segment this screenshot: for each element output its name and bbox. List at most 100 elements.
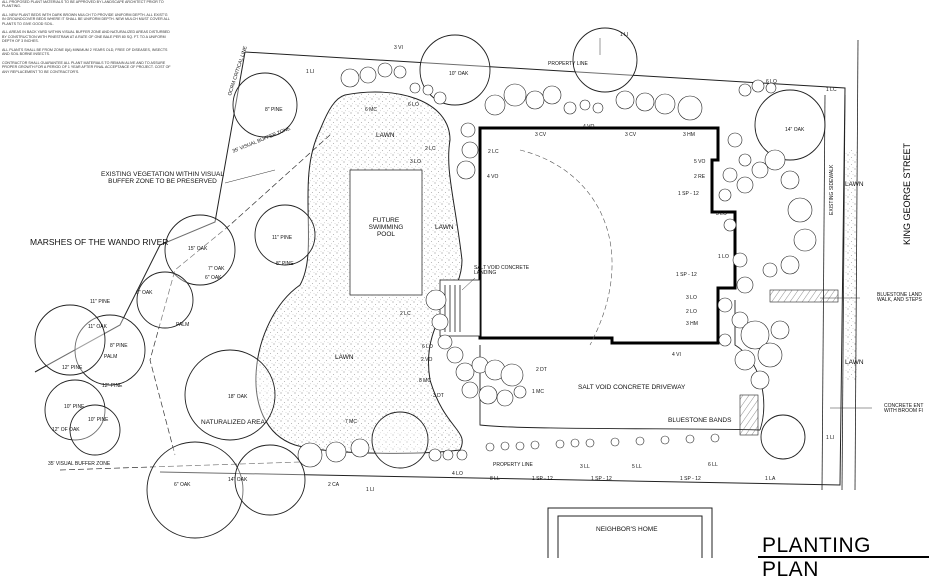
note-5: CONTRACTOR SHALL GUARANTEE ALL PLANT MAT… <box>2 60 171 74</box>
house-centerline <box>519 149 613 346</box>
plant-callout: 3 HM <box>686 321 698 327</box>
lawn-label-north: LAWN <box>376 132 395 139</box>
buffer-zone-line <box>59 134 331 471</box>
property-boundary <box>34 51 846 486</box>
tree-label: PALM <box>104 354 118 360</box>
plant-callout: 3 HM <box>683 132 695 138</box>
plant-callout: 2 LC <box>425 146 436 152</box>
plant-callout: 1 LO <box>718 254 729 260</box>
tree-label: PALM <box>176 322 190 328</box>
plant-callout: 3 LO <box>716 211 727 217</box>
tree-label: 11" PINE <box>90 299 111 305</box>
tree-label: 11" PINE <box>272 235 293 241</box>
plant-callout: 3 CV <box>625 132 637 138</box>
plant-callout: 6 LO <box>422 344 433 350</box>
plant-callout: 4 LO <box>452 471 463 477</box>
naturalized-label: NATURALIZED AREA <box>201 419 265 426</box>
tree-label: 12" PINE <box>102 383 123 389</box>
shrub-cluster-landing <box>425 289 527 407</box>
plant-callout: 2 CA <box>328 482 340 488</box>
street-planting-strip <box>845 150 857 380</box>
lawn-label-street-2: LAWN <box>845 359 864 366</box>
tree-label: 6" OAK <box>205 275 222 281</box>
plant-callout: 5 VO <box>694 159 706 165</box>
tree-canopies <box>34 27 826 539</box>
plant-callout: 3 LO <box>686 295 697 301</box>
vegetation-label: EXISTING VEGETATION WITHIN VISUAL BUFFER… <box>101 171 224 185</box>
planting-plan-drawing <box>34 27 872 558</box>
tree-label: 6" OAK <box>174 482 191 488</box>
note-1: ALL PROPOSED PLANT MATERIALS TO BE APPRO… <box>2 0 164 9</box>
plant-callout: 1 SP - 12 <box>676 272 697 278</box>
callout-leaders <box>224 38 872 409</box>
plant-callout: 6 MC <box>365 107 377 113</box>
tree-label: 14" OAK <box>228 477 248 483</box>
tree-label: 8" PINE <box>110 343 128 349</box>
plant-callout: 7 MC <box>345 419 357 425</box>
shrub-cluster-east <box>717 132 817 390</box>
plant-callout: 3 DT <box>433 393 444 399</box>
plant-callout: 6 LO <box>408 102 419 108</box>
plant-callout: 1 LI <box>826 435 835 441</box>
plant-callout: 6 LO <box>766 79 777 85</box>
tree-label: 18" OAK <box>228 394 248 400</box>
tree-label: 10" OAK <box>449 71 469 77</box>
plant-callout: 8 LL <box>490 476 500 482</box>
plant-callout: 2 RE <box>694 174 706 180</box>
neighbor-home-outline <box>547 507 713 558</box>
tree-label: 10" PINE <box>64 404 85 410</box>
plant-callout: 6 LL <box>708 462 718 468</box>
plant-callout: 2 LC <box>400 311 411 317</box>
tree-label: 14" OAK <box>785 127 805 133</box>
bluestone-bands <box>739 394 759 436</box>
driveway-label: SALT VOID CONCRETE DRIVEWAY <box>578 384 686 391</box>
concrete-entry-label: CONCRETE ENT WITH BROOM FI <box>884 403 924 415</box>
lawn-label-south: LAWN <box>335 354 354 361</box>
title-underline <box>758 556 929 558</box>
landing-label: SALT VOID CONCRETE LANDING <box>474 265 530 277</box>
plant-callout: 2 LO <box>686 309 697 315</box>
plant-callout: 1 MC <box>532 389 544 395</box>
note-4: ALL PLANTS SHALL BE FROM ZONE 8(A) MINIM… <box>2 47 168 57</box>
plant-callout: 8 MC <box>419 378 431 384</box>
plant-callout: 1 SP - 12 <box>680 476 701 482</box>
sidewalk-label: EXISTING SIDEWALK <box>829 164 835 215</box>
bluestone-bands-label: BLUESTONE BANDS <box>668 417 732 424</box>
tree-label: 10" PINE <box>88 417 109 423</box>
plant-callout: 1 LI <box>306 69 315 75</box>
future-pool-outline <box>349 169 423 296</box>
tree-label: 7" OAK <box>208 266 225 272</box>
house-outline <box>478 126 737 345</box>
plant-callout: 3 LL <box>580 464 590 470</box>
buffer-zone-label-south: 35' VISUAL BUFFER ZONE <box>48 461 111 467</box>
general-notes: ALL PROPOSED PLANT MATERIALS TO BE APPRO… <box>2 0 172 78</box>
plant-callout: 4 VO <box>583 124 595 130</box>
note-2: ALL NEW PLANT BEDS WITH DARK BROWN MULCH… <box>2 12 170 26</box>
lawn-label-street: LAWN <box>845 181 864 188</box>
plant-callout: 3 CV <box>535 132 547 138</box>
property-line-label-north: PROPERTY LINE <box>548 61 588 67</box>
marsh-label: MARSHES OF THE WANDO RIVER <box>30 237 169 247</box>
plan-title: PLANTING PLAN <box>762 534 872 581</box>
plant-callout: 2 VO <box>421 357 433 363</box>
pool-label: FUTURE SWIMMING POOL <box>368 217 404 238</box>
plant-callout: 1 LC <box>826 87 837 93</box>
tree-label: 15" OAK <box>188 246 208 252</box>
plant-callout: 3 VI <box>394 45 403 51</box>
tree-label: 8" PINE <box>276 261 294 267</box>
plant-callout: 1 LI <box>366 487 375 493</box>
shrub-row-south <box>297 433 720 468</box>
plant-callout: 4 VI <box>672 352 681 358</box>
plant-callout: 1 SP - 12 <box>591 476 612 482</box>
plant-callout: 1 SP - 12 <box>678 191 699 197</box>
plant-callout: 1 SP - 12 <box>532 476 553 482</box>
property-line-label-south: PROPERTY LINE <box>493 462 533 468</box>
tree-label: 11" OAK <box>88 324 107 330</box>
tree-label: 6" OAK <box>136 290 153 296</box>
plant-callout: 2 DT <box>536 367 547 373</box>
bluestone-landing-label: BLUESTONE LAND WALK, AND STEPS <box>877 292 922 304</box>
shrub-row-north <box>340 62 777 180</box>
tree-label: 12" OF OAK <box>52 427 80 433</box>
plant-callout: 3 LO <box>410 159 421 165</box>
plant-callout: 1 LA <box>765 476 776 482</box>
